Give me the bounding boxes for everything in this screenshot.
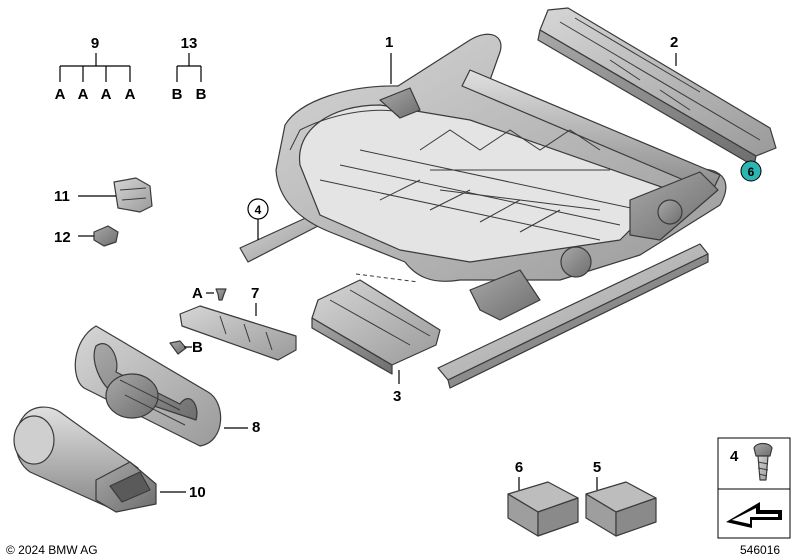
diagram-id: 546016 — [740, 543, 781, 557]
callout-4-circle: 4 — [247, 198, 269, 240]
tree-9-leaf-3: A — [101, 86, 112, 103]
tree-9: 9 A A A A — [55, 35, 136, 103]
screw-a: A — [192, 285, 227, 302]
callout-11: 11 — [54, 188, 70, 205]
callout-6-highlight: 6 — [740, 160, 762, 182]
callout-6: 6 — [515, 459, 523, 476]
part-8-housing: 8 — [74, 325, 260, 447]
callout-3: 3 — [393, 388, 401, 405]
part-3-bracket: 3 — [311, 273, 441, 405]
callout-2: 2 — [670, 34, 678, 51]
screw-b-label: B — [192, 339, 203, 356]
part-12-clip: 12 — [54, 225, 119, 247]
tree-9-leaf-4: A — [125, 86, 136, 103]
part-10-motor: 10 — [13, 406, 206, 513]
part-1-seat-frame: 1 — [239, 33, 727, 389]
copyright-text: © 2024 BMW AG — [6, 543, 98, 557]
part-11-clip: 11 — [54, 177, 153, 213]
screw-4-box: 4 — [717, 437, 791, 539]
callout-6-circle-label: 6 — [748, 165, 755, 179]
callout-1: 1 — [385, 34, 393, 51]
callout-10: 10 — [189, 484, 206, 501]
callout-12: 12 — [54, 229, 71, 246]
tree-9-leaf-2: A — [78, 86, 89, 103]
screw-a-label: A — [192, 285, 203, 302]
part-6-box: 6 — [507, 459, 579, 537]
callout-13: 13 — [181, 35, 198, 52]
callout-5: 5 — [593, 459, 601, 476]
tree-13: 13 B B — [172, 35, 207, 103]
part-2-rail: 2 — [537, 7, 777, 167]
callout-7: 7 — [251, 285, 259, 302]
part-5-box: 5 — [585, 459, 657, 537]
tree-13-leaf-1: B — [172, 86, 183, 103]
callout-8: 8 — [252, 419, 260, 436]
callout-4-circle-label: 4 — [255, 203, 262, 217]
box-4-label: 4 — [730, 448, 739, 465]
callout-9: 9 — [91, 35, 99, 52]
tree-9-leaf-1: A — [55, 86, 66, 103]
screw-b: B — [169, 339, 203, 356]
part-7-bracket: 7 — [179, 285, 297, 361]
tree-13-leaf-2: B — [196, 86, 207, 103]
